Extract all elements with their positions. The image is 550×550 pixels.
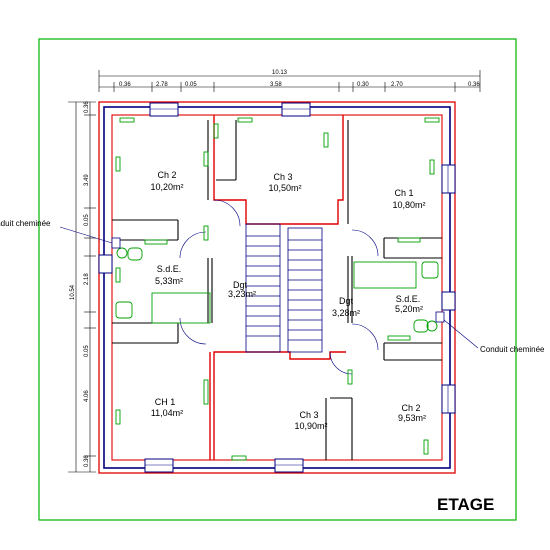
room-area: 3,23m² — [228, 289, 256, 299]
dim-left-seg: 3.49 — [84, 174, 90, 186]
stage-title: ETAGE — [437, 495, 494, 514]
room-name: S.d.E. — [396, 294, 421, 304]
callout-leader-left — [59, 226, 113, 244]
room-area: 5,33m² — [155, 276, 183, 286]
fixtures — [115, 117, 440, 461]
window-glass — [145, 108, 449, 466]
dim-left-seg: 0.36 — [84, 455, 90, 467]
dim-top-seg: 3.58 — [270, 82, 282, 88]
callout-chimney-right: Conduit cheminée — [480, 345, 545, 354]
dim-top-seg: 0.05 — [185, 82, 197, 88]
room-name: Ch 3 — [273, 172, 292, 182]
dim-left-seg: 0.36 — [84, 101, 90, 113]
dim-left-seg: 2.18 — [84, 273, 90, 285]
dim-top-total: 10.13 — [272, 70, 288, 76]
room-name: Dgt — [339, 296, 354, 306]
dim-top-seg: 0.36 — [119, 82, 131, 88]
dim-left-total: 10.54 — [70, 284, 76, 300]
drawing-frame — [38, 38, 517, 521]
room-area: 5,20m² — [395, 304, 423, 314]
exterior-wall-outer — [98, 101, 456, 474]
door-swings — [179, 199, 379, 375]
left-dimensions — [68, 101, 96, 473]
room-area: 9,53m² — [398, 413, 426, 423]
staircase-left — [245, 223, 281, 353]
room-name: Ch 2 — [401, 403, 420, 413]
top-dimensions — [98, 70, 481, 92]
dim-left-seg: 0.05 — [84, 214, 90, 226]
dim-top-seg: 0.36 — [468, 82, 480, 88]
callout-chimney-left: Conduit cheminée — [0, 219, 51, 228]
room-area: 11,04m² — [151, 408, 183, 418]
room-area: 10,90m² — [294, 421, 327, 431]
windows — [98, 102, 456, 473]
room-area: 3,28m² — [332, 308, 360, 318]
callout-leader-right — [443, 319, 479, 349]
room-area: 10,50m² — [268, 183, 301, 193]
room-area: 10,80m² — [392, 200, 425, 210]
party-wall — [213, 115, 344, 225]
room-name: Ch 1 — [394, 188, 413, 198]
dim-top-seg: 0.30 — [357, 82, 369, 88]
staircase-right — [287, 227, 323, 353]
room-name: CH 1 — [155, 397, 176, 407]
room-name: Ch 3 — [299, 410, 318, 420]
dim-left-seg: 0.05 — [84, 345, 90, 357]
dim-left-seg: 4.06 — [84, 390, 90, 402]
room-name: Dgt — [233, 280, 248, 290]
dim-top-seg: 2.70 — [391, 82, 403, 88]
room-name: Ch 2 — [157, 170, 176, 180]
room-name: S.d.E. — [157, 264, 182, 274]
dim-top-seg: 2.78 — [156, 82, 168, 88]
room-area: 10,20m² — [150, 182, 183, 192]
